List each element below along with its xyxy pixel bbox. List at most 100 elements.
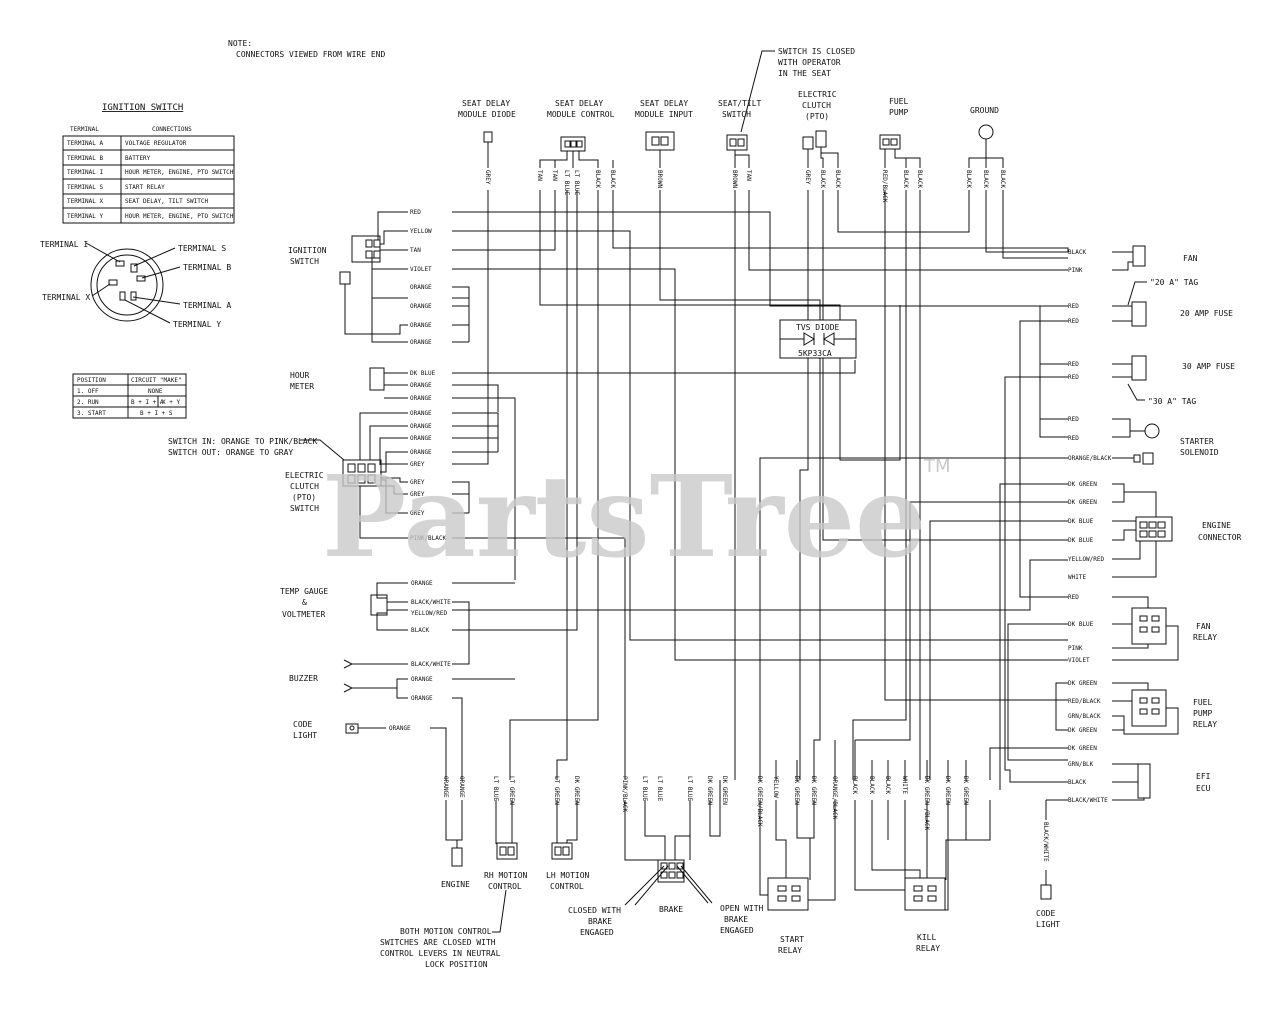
wire-label: ORANGE (410, 449, 432, 456)
label-fuse20: 20 AMP FUSE (1180, 309, 1233, 318)
wire-label: GRN/BLK (1068, 761, 1094, 768)
wire-label: LT GREEN (553, 776, 560, 805)
ignition-table-cell: TERMINAL I (67, 169, 104, 176)
label-ignition-switch: IGNITION (288, 246, 327, 255)
motion-note: CONTROL LEVERS IN NEUTRAL (380, 949, 501, 958)
wire-label: DK GREEN (810, 776, 817, 805)
brake-open-note: BRAKE (724, 915, 748, 924)
label-fan: FAN (1183, 254, 1198, 263)
wire-label: YELLOW (410, 228, 432, 235)
note-heading: NOTE: (228, 39, 252, 48)
wire-label: ORANGE (410, 322, 432, 329)
wire-label: ORANGE (411, 695, 433, 702)
label-rh-motion: RH MOTION (484, 871, 528, 880)
label-start-relay: RELAY (778, 946, 802, 955)
ground-eyelet (978, 124, 994, 140)
terminal-label: TERMINAL S (178, 244, 226, 253)
seat-delay-diode-connector (483, 131, 493, 143)
label-code-light-left: LIGHT (293, 731, 317, 740)
label-ignition-switch: SWITCH (290, 257, 319, 266)
label-seat-delay-control: SEAT DELAY (555, 99, 603, 108)
wire-label: BLACK (1068, 249, 1086, 256)
ignition-table-cell: VOLTAGE REGULATOR (125, 140, 187, 147)
label-seat-delay-diode: MODULE DIODE (458, 110, 516, 119)
kill-relay-box (904, 877, 946, 911)
label-clutch-top: (PTO) (805, 112, 829, 121)
label-starter-solenoid: STARTER (1180, 437, 1214, 446)
wire-label: DK GREEN (573, 776, 580, 805)
fuse-20a (1131, 301, 1147, 327)
position-table-cell: 1. OFF (77, 388, 99, 395)
wire-label: DK GREEN (793, 776, 800, 805)
wire-label: BLACK (999, 170, 1006, 188)
label-fuel-pump-relay: FUEL (1193, 698, 1212, 707)
wire-label: LT BLUE (563, 170, 570, 196)
label-pto-switch: CLUTCH (290, 482, 319, 491)
label-fuel-pump-relay: RELAY (1193, 720, 1217, 729)
motion-note: LOCK POSITION (425, 960, 488, 969)
ignition-table-header-terminal: TERMINAL (70, 126, 99, 133)
wire-label: YELLOW/RED (1068, 556, 1105, 563)
position-table: POSITION CIRCUIT "MAKE" 1. OFF NONE 2. R… (72, 373, 187, 419)
wire-label: TAN (410, 247, 421, 254)
wire-label: DK BLUE (410, 370, 436, 377)
position-table-cell: B + I + A (131, 399, 164, 406)
label-pto-switch: (PTO) (292, 493, 316, 502)
wire-label: BLACK (851, 776, 858, 794)
left-wire-labels: REDYELLOWTANVIOLETORANGEORANGEORANGEORAN… (389, 209, 451, 732)
label-fuel-pump-relay: PUMP (1193, 709, 1212, 718)
label-seat-delay-input: MODULE INPUT (635, 110, 693, 119)
wire-label: ORANGE (458, 776, 465, 798)
wire-label: DK GREEN /BLACK (923, 776, 930, 831)
wire-label: TAN (536, 170, 543, 181)
wire-label: YELLOW (772, 776, 779, 798)
wire-label: RED/BLACK (881, 170, 888, 203)
wire-label: PINK/BLACK (621, 776, 628, 813)
wire-label: BLACK (1068, 779, 1086, 786)
label-fuel-pump: FUEL (889, 97, 908, 106)
label-pto-switch: SWITCH (290, 504, 319, 513)
wire-label: RED (1068, 303, 1079, 310)
wire-label: GREY (410, 491, 425, 498)
watermark-tm: TM (923, 456, 951, 477)
wire-label: DK GREEN (706, 776, 713, 805)
ignition-switch-face: TERMINAL I TERMINAL S TERMINAL B TERMINA… (40, 240, 231, 329)
fuel-pump-relay-box (1131, 689, 1167, 727)
wire-label: BLACK (884, 776, 891, 794)
tag-30a: "30 A" TAG (1148, 397, 1196, 406)
ignition-table-cell: TERMINAL A (67, 140, 104, 147)
fan-relay-box (1131, 607, 1167, 645)
label-fan-relay: RELAY (1193, 633, 1217, 642)
label-code-light-left: CODE (293, 720, 312, 729)
ignition-table-cell: TERMINAL S (67, 184, 104, 191)
fan-connector (1132, 245, 1146, 267)
wire-label: LT BLUE (492, 776, 499, 802)
label-lh-motion: CONTROL (550, 882, 584, 891)
label-code-light-right: CODE (1036, 909, 1055, 918)
ignition-table-cell: HOUR METER, ENGINE, PTO SWITCH (125, 169, 234, 176)
brake-closed-note: ENGAGED (580, 928, 614, 937)
label-fuse30: 30 AMP FUSE (1182, 362, 1235, 371)
wire-label: BLACK (916, 170, 923, 188)
wire-label: LT BLUE (656, 776, 663, 802)
label-clutch-top: CLUTCH (802, 101, 831, 110)
label-pto-switch: ELECTRIC (285, 471, 324, 480)
label-seat-delay-diode: SEAT DELAY (462, 99, 510, 108)
ignition-switch-table: IGNITION SWITCH TERMINAL CONNECTIONS TER… (62, 103, 235, 224)
brake-open-note: OPEN WITH (720, 904, 764, 913)
seat-switch-note: IN THE SEAT (778, 69, 831, 78)
wire-label: PINK (1068, 267, 1083, 274)
wire-label: DK GREEN (944, 776, 951, 805)
wire-label: WHITE (1068, 574, 1086, 581)
wire-label: DK GREEN (1068, 727, 1097, 734)
wire-label: DK BLUE (1068, 621, 1094, 628)
tvs-diode-label: TVS DIODE (796, 323, 840, 332)
wire-label: BLACK (609, 170, 616, 188)
label-brake: BRAKE (659, 905, 683, 914)
wire-label: BROWN (656, 170, 663, 188)
wire-label: ORANGE (389, 725, 411, 732)
wire-label: BLACK (965, 170, 972, 188)
label-engine-connector: ENGINE (1202, 521, 1231, 530)
